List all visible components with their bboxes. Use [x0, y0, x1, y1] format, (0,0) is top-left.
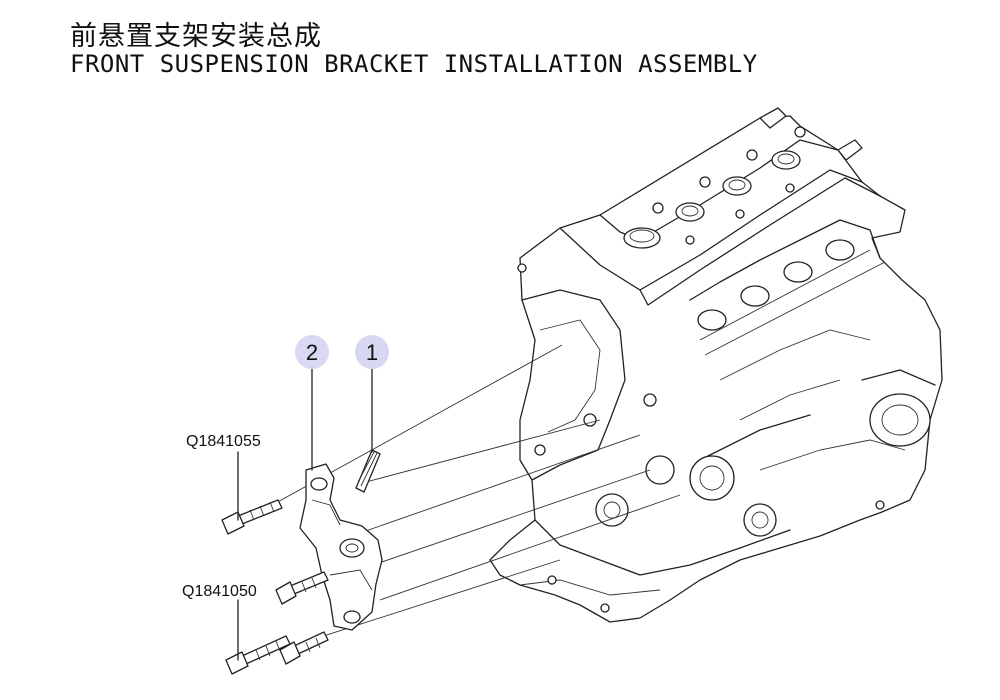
callout-label: 1	[366, 340, 378, 365]
page-title-chinese: 前悬置支架安装总成	[70, 21, 322, 52]
page-title-english: FRONT SUSPENSION BRACKET INSTALLATION AS…	[70, 50, 758, 78]
bolt-lower-right	[279, 631, 329, 665]
engine-block	[489, 107, 943, 623]
assembly-lines	[244, 344, 681, 651]
part-number-label: Q1841055	[186, 433, 261, 450]
callout-2: 2	[295, 335, 329, 369]
part-number-label: Q1841050	[182, 583, 257, 600]
callout-bubble	[355, 335, 389, 369]
bolt-upper	[221, 499, 283, 535]
front-mount-bracket	[299, 463, 383, 631]
callout-label: 2	[306, 340, 318, 365]
mounting-stud	[355, 449, 381, 493]
callout-bubble	[295, 335, 329, 369]
bolt-lower-left	[225, 635, 291, 675]
callout-leaders	[237, 367, 373, 661]
callout-1: 1	[355, 335, 389, 369]
bolt-middle	[275, 571, 329, 605]
